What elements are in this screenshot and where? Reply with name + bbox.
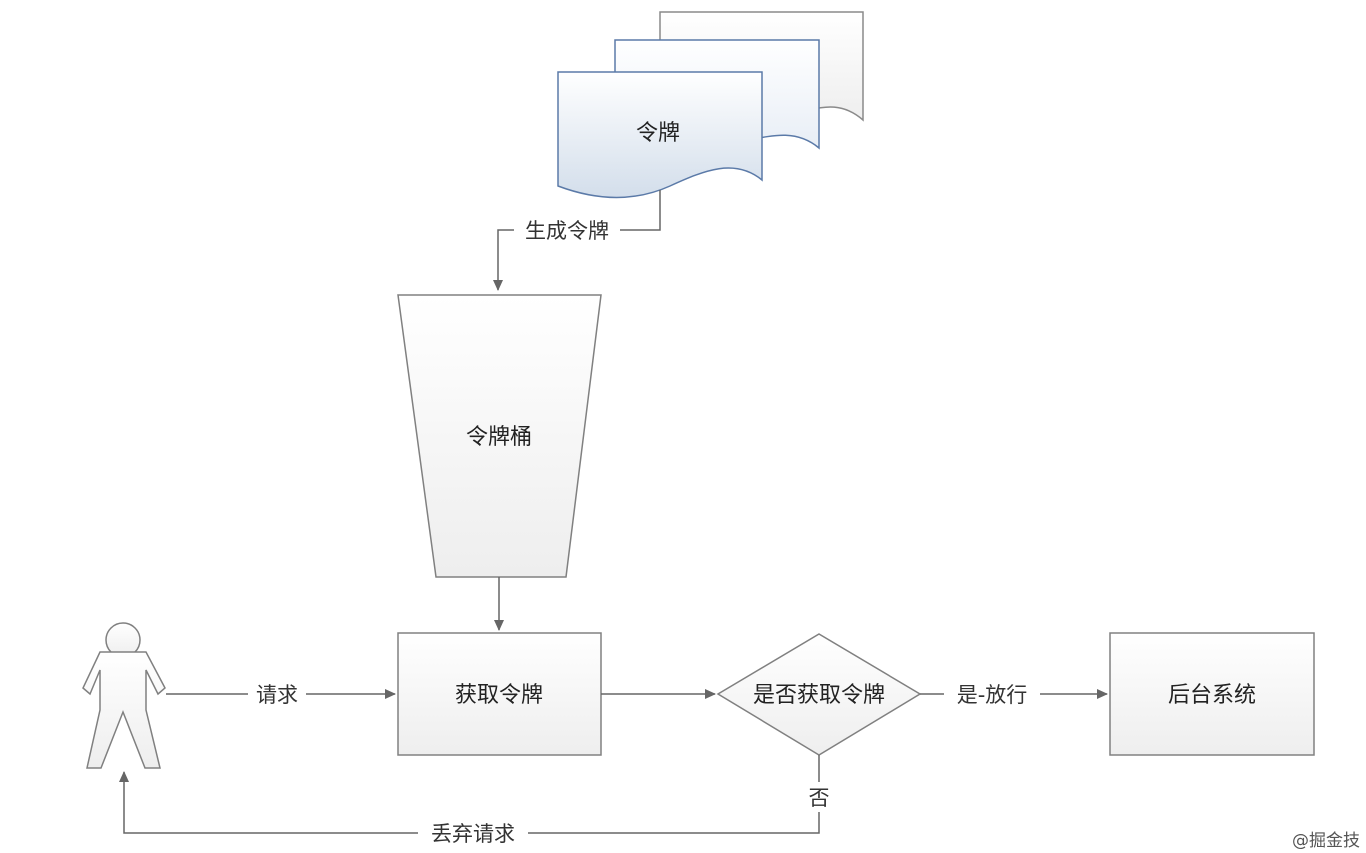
edge-yes-pass: 是-放行	[920, 680, 1108, 708]
edge-generate-tokens: 生成令牌	[493, 190, 661, 291]
edge-no-discard: 否 丢弃请求	[119, 755, 836, 847]
token-bucket: 令牌桶	[397, 294, 602, 578]
backend-system-label: 后台系统	[1168, 683, 1256, 708]
decision-diamond: 是否获取令牌	[716, 633, 922, 756]
document-front	[557, 71, 763, 199]
edge-request: 请求	[166, 680, 396, 708]
token-documents-stack: 令牌	[557, 11, 864, 199]
edge-label-yes-pass: 是-放行	[957, 683, 1028, 707]
edge-label-request: 请求	[256, 683, 298, 707]
edge-label-no: 否	[809, 786, 830, 810]
get-token-box: 获取令牌	[397, 632, 602, 756]
decision-label: 是否获取令牌	[753, 683, 885, 708]
edge-label-discard: 丢弃请求	[431, 822, 515, 846]
watermark-text: @掘金技	[1292, 831, 1360, 851]
tokens-label: 令牌	[636, 121, 680, 146]
token-bucket-label: 令牌桶	[466, 425, 532, 450]
get-token-label: 获取令牌	[455, 683, 543, 708]
user-person-icon	[82, 622, 166, 769]
backend-system-box: 后台系统	[1109, 632, 1315, 756]
edge-label-generate: 生成令牌	[525, 219, 609, 243]
